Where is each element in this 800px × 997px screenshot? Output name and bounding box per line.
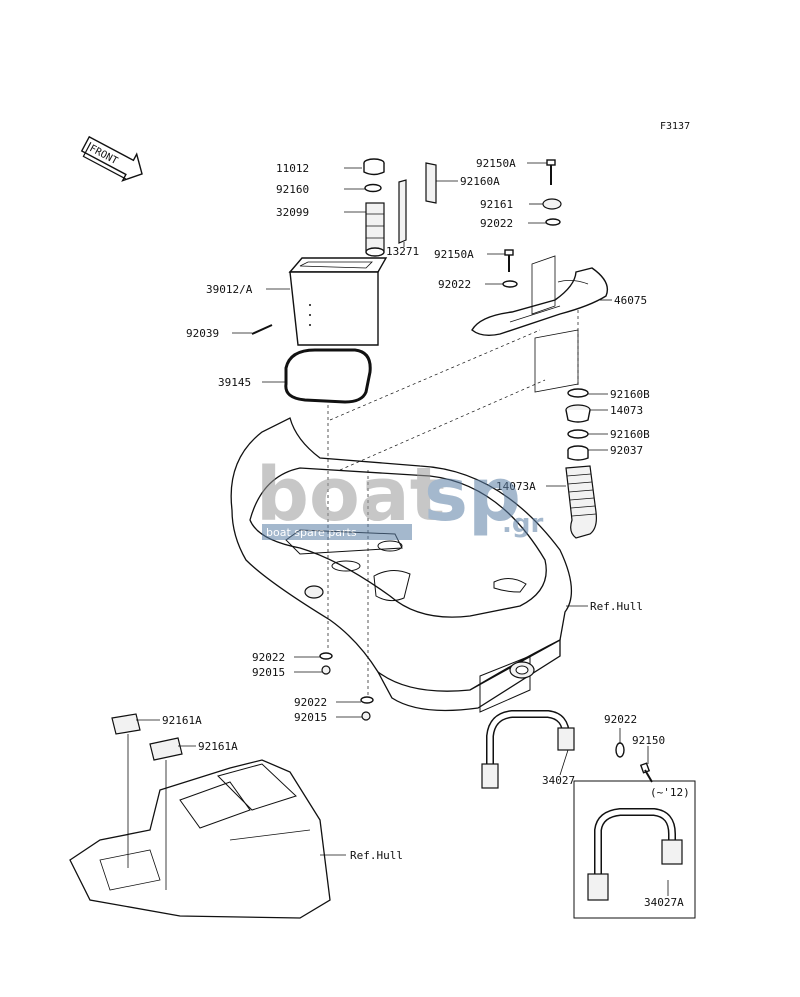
leader-lines [136,162,669,896]
label-92022-right: 92022 [294,696,327,709]
watermark-tagline: boat spare parts [266,526,357,539]
watermark-brand-main: boat [256,452,445,538]
label-92150: 92150 [632,734,665,747]
label-92022-left: 92022 [252,651,285,664]
gasket-92160 [364,183,382,193]
storage-bin-39012 [288,257,388,346]
decal-panel [531,255,556,315]
label-34027: 34027 [542,774,575,787]
label-39012: 39012/A [206,283,253,296]
decal-92161A-1 [111,713,141,735]
front-direction-arrow: FRONT [80,135,143,182]
washer-92022-upper [545,218,561,226]
watermark: boat sp .gr boat spare parts [256,452,543,540]
label-92160B-lower: 92160B [610,428,650,441]
label-92150A-lower: 92150A [434,248,474,261]
label-13271: 13271 [386,245,419,258]
rear-deck-hull [69,759,331,919]
label-92160A: 92160A [460,175,500,188]
plate-92160A [425,162,437,204]
label-92022-handle: 92022 [604,713,637,726]
hose-14073A [565,465,597,539]
washer-92022-right [360,696,374,704]
pad-92161 [542,198,562,210]
label-39145: 39145 [218,376,251,389]
label-11012: 11012 [276,162,309,175]
label-92039: 92039 [186,327,219,340]
label-92015-right: 92015 [294,711,327,724]
bolt-92150A-upper [546,159,556,185]
figure-code: F3137 [660,121,690,132]
inset-box-early-model [573,780,696,919]
nut-92015-left [321,665,331,675]
washer-92022-middle [502,280,518,288]
label-92022-upper: 92022 [480,217,513,230]
clip-92039 [251,324,273,335]
handle-46075 [471,267,609,337]
cap-11012 [363,158,385,176]
boarding-handle-34027A [587,808,683,901]
seal-39145 [284,348,372,404]
label-year-note: (~'12) [650,786,690,799]
label-34027A: 34027A [644,896,684,909]
watermark-brand-tld: .gr [502,509,543,539]
bolt-92150 [639,762,653,783]
oring-92160B-upper [567,388,589,398]
label-92160B-upper: 92160B [610,388,650,401]
label-14073: 14073 [610,404,643,417]
label-92015-left: 92015 [252,666,285,679]
deck-hull [230,417,573,713]
label-92161A-2: 92161A [198,740,238,753]
decal-92161A-2 [149,737,183,761]
washer-92022-left [319,652,333,660]
label-92037: 92037 [610,444,643,457]
label-46075: 46075 [614,294,647,307]
decal-panel-lower [534,329,579,393]
label-92161A-1: 92161A [162,714,202,727]
watermark-brand-accent: sp [424,452,521,538]
label-14073A: 14073A [496,480,536,493]
washer-92022-handle [615,742,625,758]
bracket-13271 [398,179,407,244]
nut-92015-right [361,711,371,721]
label-92161: 92161 [480,198,513,211]
label-32099: 32099 [276,206,309,219]
bolt-92150A-lower [504,249,514,272]
label-92160: 92160 [276,183,309,196]
part-labels: 11012 92160 32099 13271 39012/A 92039 39… [162,157,690,909]
filler-neck-32099 [365,202,385,257]
label-ref-hull-upper: Ref.Hull [590,600,643,613]
clamp-92037 [567,445,589,461]
label-92022-middle: 92022 [438,278,471,291]
fitting-14073 [565,404,591,423]
label-ref-hull-lower: Ref.Hull [350,849,403,862]
label-92150A-upper: 92150A [476,157,516,170]
oring-92160B-lower [567,429,589,439]
boarding-handle-34027 [481,710,575,789]
watermark-tagline-bar [262,524,412,540]
